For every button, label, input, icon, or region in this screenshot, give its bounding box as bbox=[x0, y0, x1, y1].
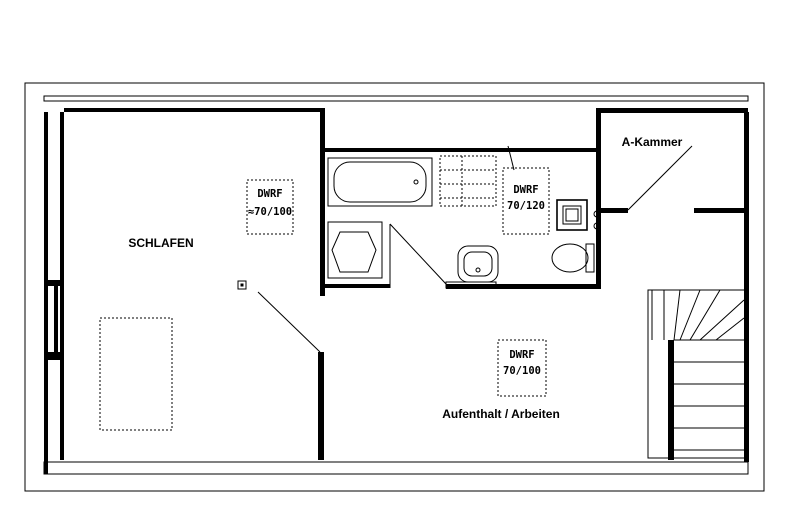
skylight-1-size: ≈70/100 bbox=[248, 206, 292, 218]
bed-outline bbox=[99, 317, 173, 431]
skylight-3: DWRF 70/100 bbox=[497, 339, 547, 397]
left-window bbox=[44, 280, 64, 360]
skylight-2-label: DWRF bbox=[513, 184, 538, 196]
skylight-2: DWRF 70/120 bbox=[502, 167, 550, 235]
room-label-aufenthalt: Aufenthalt / Arbeiten bbox=[442, 407, 560, 421]
chimney bbox=[556, 199, 601, 231]
staircase bbox=[647, 289, 749, 459]
skylight-1-label: DWRF bbox=[257, 188, 282, 200]
bath-steps bbox=[439, 155, 497, 207]
room-label-schlafen: SCHLAFEN bbox=[128, 236, 193, 250]
skylight-3-label: DWRF bbox=[509, 349, 534, 361]
bathtub bbox=[327, 157, 433, 207]
ceiling-outlet bbox=[237, 280, 247, 290]
skylight-1: DWRF ≈70/100 bbox=[246, 179, 294, 235]
doors bbox=[257, 145, 693, 353]
inner-walls bbox=[64, 108, 748, 460]
toilet bbox=[551, 243, 595, 273]
skylight-2-size: 70/120 bbox=[507, 200, 545, 212]
room-label-a-kammer: A-Kammer bbox=[622, 135, 683, 149]
skylight-3-size: 70/100 bbox=[503, 365, 541, 377]
washbasin bbox=[457, 245, 499, 283]
shower-tray bbox=[327, 221, 383, 279]
